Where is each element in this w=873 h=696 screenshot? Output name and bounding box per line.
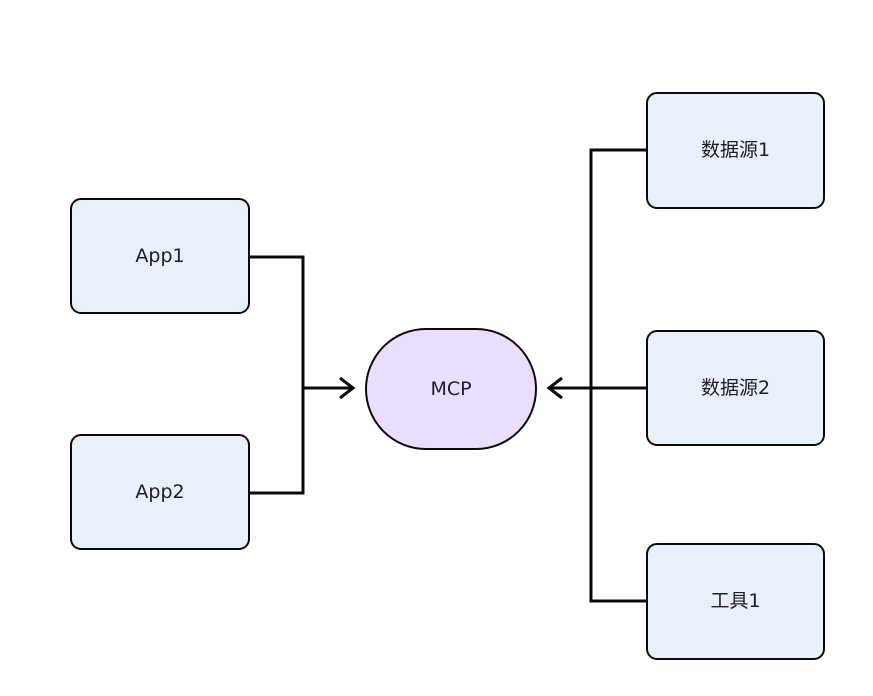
node-tool-1[interactable]: 工具1 — [646, 543, 825, 660]
node-tool-1-label: 工具1 — [710, 590, 761, 613]
edge-source1-mcp — [589, 148, 646, 388]
edge-tool1-mcp — [589, 388, 646, 603]
arrowhead-left-to-mcp — [339, 376, 356, 400]
node-mcp[interactable]: MCP — [365, 328, 537, 450]
node-data-source-2[interactable]: 数据源2 — [646, 330, 825, 446]
arrowhead-right-to-mcp — [546, 376, 563, 400]
node-data-source-1-label: 数据源1 — [700, 139, 771, 162]
node-app1-label: App1 — [135, 244, 185, 267]
edge-app1-mcp — [250, 255, 305, 388]
node-app1[interactable]: App1 — [70, 198, 250, 314]
node-data-source-1[interactable]: 数据源1 — [646, 92, 825, 209]
node-app2-label: App2 — [135, 480, 185, 503]
node-app2[interactable]: App2 — [70, 434, 250, 550]
node-data-source-2-label: 数据源2 — [700, 376, 771, 399]
edge-app2-mcp — [250, 388, 305, 495]
node-mcp-label: MCP — [430, 377, 472, 400]
